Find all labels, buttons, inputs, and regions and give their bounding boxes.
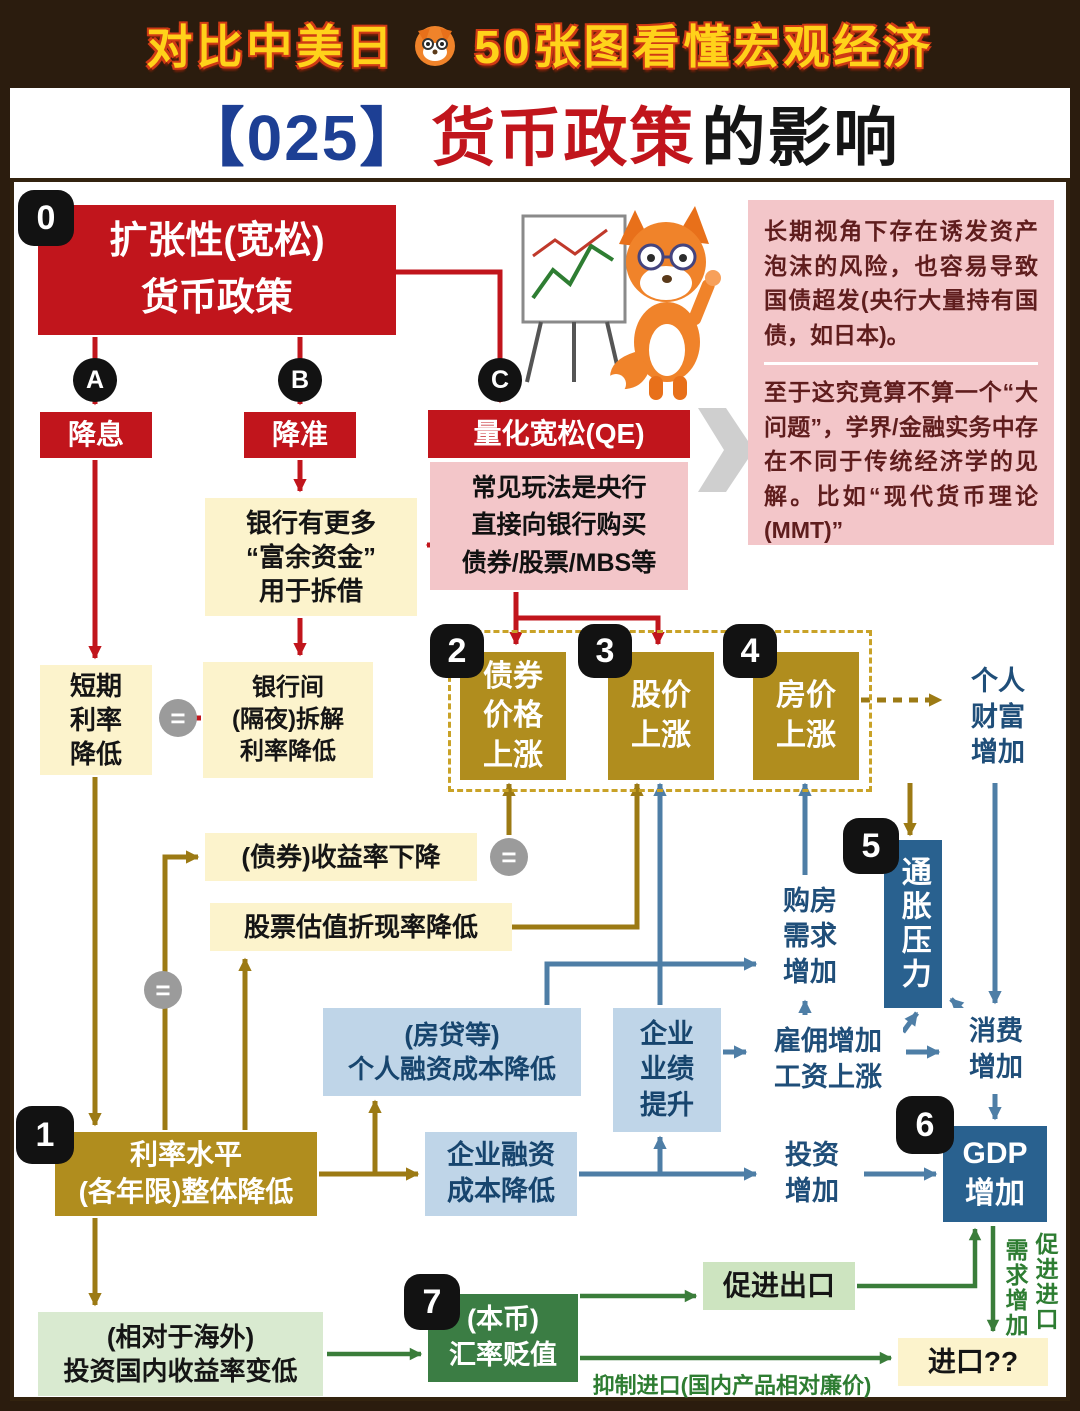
equals-icon: = xyxy=(159,699,197,737)
node-bond-price-up: 债券 价格 上涨 xyxy=(460,652,566,780)
node-corporate-financing-cost-down: 企业融资 成本降低 xyxy=(425,1132,577,1216)
risk-note-box: 长期视角下存在诱发资产泡沫的风险，也容易导致国债超发(央行大量持有国债，如日本)… xyxy=(748,200,1054,545)
node-housing-demand-up: 购房 需求 增加 xyxy=(763,878,857,996)
node-employment-wages-up: 雇佣增加 工资上涨 xyxy=(753,1018,903,1102)
title-suffix: 的影响 xyxy=(701,102,900,174)
node-short-term-rate-down: 短期 利率 降低 xyxy=(40,665,152,775)
step-badge-5: 5 xyxy=(843,818,899,874)
node-surplus-funds: 银行有更多 “富余资金” 用于拆借 xyxy=(205,498,417,616)
step-badge-6: 6 xyxy=(896,1096,954,1154)
title-number: 【025】 xyxy=(180,102,426,174)
node-interbank-rate-down: 银行间 (隔夜)拆解 利率降低 xyxy=(203,662,373,778)
node-bond-yield-down: (债券)收益率下降 xyxy=(205,833,477,881)
node-consumption-up: 消费 增加 xyxy=(946,1008,1046,1092)
node-domestic-yield-lower: (相对于海外) 投资国内收益率变低 xyxy=(38,1312,323,1396)
step-badge-3: 3 xyxy=(578,624,632,678)
whiteboard-easel xyxy=(521,214,627,383)
fox-mascot-illustration xyxy=(521,206,721,400)
banner-right-text: 50张图看懂宏观经济 xyxy=(474,21,934,73)
title-highlight: 货币政策 xyxy=(431,102,696,174)
page-title: 【025】 货币政策 的影响 xyxy=(10,88,1070,178)
risk-note-paragraph-1: 长期视角下存在诱发资产泡沫的风险，也容易导致国债超发(央行大量持有国债，如日本)… xyxy=(764,214,1038,365)
node-rate-cut: 降息 xyxy=(40,412,152,458)
step-badge-1: 1 xyxy=(16,1106,74,1164)
node-export-boost: 促进出口 xyxy=(703,1262,855,1310)
branch-badge-c: C xyxy=(478,358,522,402)
node-investment-up: 投资 增加 xyxy=(763,1132,861,1216)
frame-bottom xyxy=(0,1401,1080,1411)
frame-right xyxy=(1070,0,1080,1411)
node-corporate-performance-up: 企业 业绩 提升 xyxy=(613,1008,721,1132)
node-overall-rate-level-down: 利率水平 (各年限)整体降低 xyxy=(55,1132,317,1216)
banner-left-text: 对比中美日 xyxy=(146,21,397,73)
node-personal-wealth-up: 个人 财富 增加 xyxy=(948,655,1048,780)
step-badge-2: 2 xyxy=(430,624,484,678)
node-gdp-up: GDP 增加 xyxy=(943,1126,1047,1222)
node-personal-financing-cost-down: (房贷等) 个人融资成本降低 xyxy=(323,1008,581,1096)
node-expansionary-policy: 扩张性(宽松) 货币政策 xyxy=(38,205,396,335)
equals-icon: = xyxy=(144,971,182,1009)
node-imports-question: 进口?? xyxy=(898,1338,1048,1386)
node-qe: 量化宽松(QE) xyxy=(428,410,690,458)
import-boost-vertical-label: 促进进口 xyxy=(1032,1232,1058,1332)
node-rrr-cut: 降准 xyxy=(244,412,356,458)
node-stock-discount-rate-down: 股票估值折现率降低 xyxy=(210,903,512,951)
risk-note-paragraph-2: 至于这究竟算不算一个“大问题”，学界/金融实务中存在不同于传统经济学的见解。比如… xyxy=(764,379,1038,543)
branch-badge-b: B xyxy=(278,358,322,402)
node-currency-depreciation: (本币) 汇率贬值 xyxy=(428,1294,578,1382)
fox-body xyxy=(606,206,721,400)
step-badge-7: 7 xyxy=(404,1274,460,1330)
fox-logo-icon xyxy=(415,26,456,66)
branch-badge-a: A xyxy=(73,358,117,402)
top-banner: 对比中美日 50张图看懂宏观经济 xyxy=(0,0,1080,88)
step-badge-4: 4 xyxy=(723,624,777,678)
equals-icon: = xyxy=(490,838,528,876)
import-suppress-note: 抑制进口(国内产品相对廉价) xyxy=(592,1373,872,1398)
demand-up-vertical-label: 需求增加 xyxy=(1002,1238,1028,1338)
step-badge-0: 0 xyxy=(18,190,74,246)
qe-explanation-box: 常见玩法是央行 直接向银行购买 债券/股票/MBS等 xyxy=(430,462,688,590)
frame-left xyxy=(0,0,10,1411)
